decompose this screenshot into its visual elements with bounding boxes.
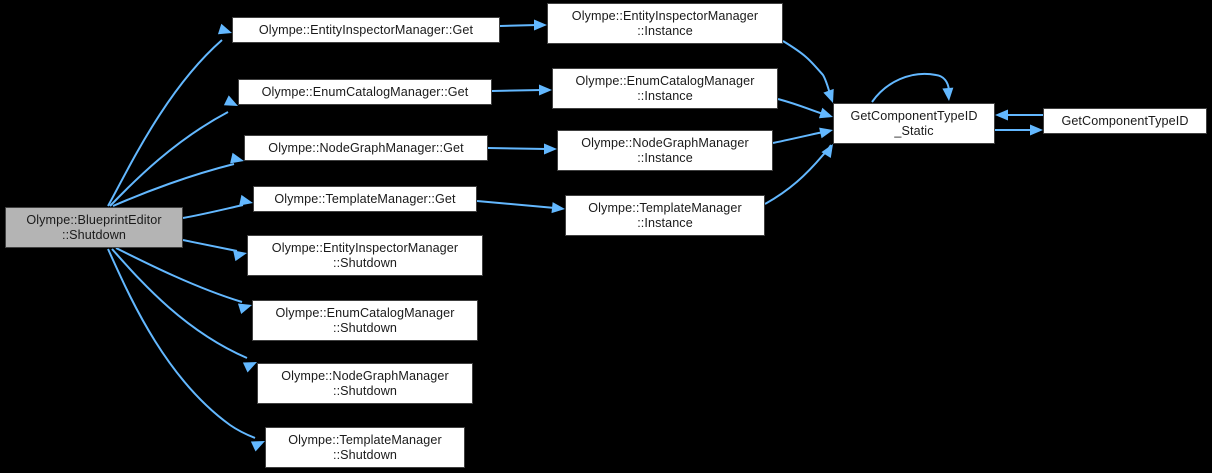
graph-node-get_component_type_id_static[interactable]: GetComponentTypeID _Static [833, 103, 995, 144]
graph-node-template_manager_shutdown[interactable]: Olympe::TemplateManager ::Shutdown [265, 427, 465, 468]
graph-node-get_component_type_id[interactable]: GetComponentTypeID [1043, 108, 1207, 134]
call-edge [871, 72, 950, 103]
call-edge [772, 131, 824, 144]
graph-node-enum_catalog_instance[interactable]: Olympe::EnumCatalogManager ::Instance [552, 68, 778, 109]
graph-node-entity_inspector_instance[interactable]: Olympe::EntityInspectorManager ::Instanc… [547, 3, 783, 44]
edge-arrowhead [1030, 124, 1043, 136]
edge-arrowhead [233, 250, 247, 262]
graph-node-enum_catalog_shutdown[interactable]: Olympe::EnumCatalogManager ::Shutdown [252, 300, 478, 341]
edge-arrowhead [534, 19, 547, 31]
call-edge [182, 204, 244, 219]
graph-node-node_graph_get[interactable]: Olympe::NodeGraphManager::Get [244, 135, 488, 161]
call-edge [777, 98, 824, 115]
call-edge [764, 144, 832, 205]
edge-arrowhead [544, 143, 557, 155]
call-edge [782, 40, 831, 95]
call-edge [182, 239, 238, 252]
call-edge [107, 39, 223, 207]
call-edge [499, 24, 538, 27]
graph-node-template_manager_instance[interactable]: Olympe::TemplateManager ::Instance [565, 195, 765, 236]
call-edge [107, 248, 256, 439]
graph-node-blueprint_editor_shutdown[interactable]: Olympe::BlueprintEditor ::Shutdown [5, 207, 183, 248]
edge-arrowhead [539, 84, 552, 96]
call-edge [111, 248, 248, 359]
graph-node-node_graph_shutdown[interactable]: Olympe::NodeGraphManager ::Shutdown [257, 363, 473, 404]
edge-arrowhead [239, 194, 253, 206]
graph-node-node_graph_instance[interactable]: Olympe::NodeGraphManager ::Instance [557, 130, 773, 171]
call-edge [115, 247, 243, 303]
edge-arrowhead [942, 87, 954, 101]
graph-node-entity_inspector_shutdown[interactable]: Olympe::EntityInspectorManager ::Shutdow… [247, 235, 483, 276]
edge-arrowhead [819, 127, 833, 139]
edge-arrowhead [995, 109, 1008, 121]
edge-arrowhead [551, 202, 565, 214]
call-edge [109, 111, 229, 207]
call-edge [476, 200, 556, 209]
graph-node-enum_catalog_get[interactable]: Olympe::EnumCatalogManager::Get [238, 79, 492, 105]
graph-node-template_manager_get[interactable]: Olympe::TemplateManager::Get [253, 186, 477, 212]
call-edge [491, 89, 543, 92]
edge-arrowhead [230, 152, 244, 164]
call-edge [487, 147, 548, 150]
graph-node-entity_inspector_get[interactable]: Olympe::EntityInspectorManager::Get [232, 17, 500, 43]
call-edge [112, 163, 235, 207]
